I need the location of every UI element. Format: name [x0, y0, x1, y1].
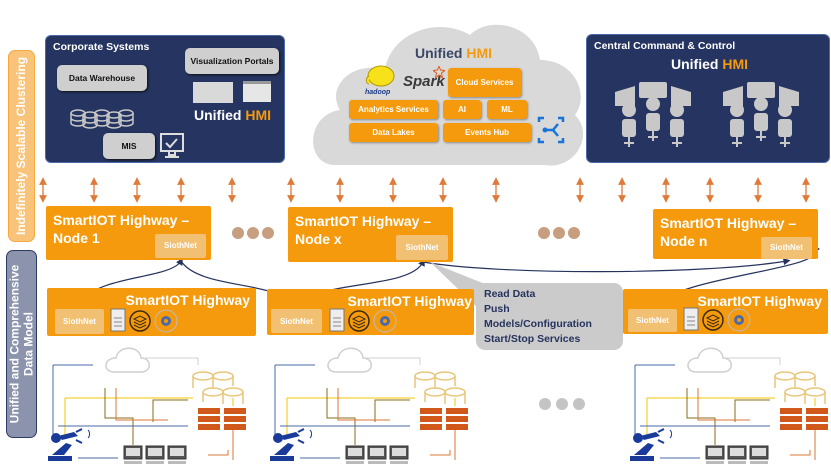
gear-icon: [727, 308, 751, 332]
operators-icon: [615, 82, 799, 147]
hmi-suffix: HMI: [466, 45, 493, 61]
factory-diagram-2: [270, 347, 468, 464]
ellipsis-dot: [573, 398, 585, 410]
siothnet-badge[interactable]: SiothNet: [628, 309, 677, 332]
analytics-services-box: Analytics Services: [349, 100, 438, 119]
factory-diagram-3: [630, 347, 828, 464]
layers-icon: [702, 309, 724, 331]
ai-box: AI: [443, 100, 481, 119]
cloud-services-box: Cloud Services: [448, 68, 521, 97]
spark-star-icon: [433, 66, 445, 78]
document-code-icon: [329, 308, 345, 332]
siothnet-badge[interactable]: SiothNet: [396, 235, 448, 260]
operations-callout: Read Data Push Models/Configuration Star…: [476, 283, 623, 350]
siothnet-badge[interactable]: SiothNet: [55, 309, 104, 334]
layers-icon: [129, 310, 151, 332]
hmi-prefix: Unified: [671, 56, 719, 72]
central-command-panel: Central Command & Control Unified HMI: [586, 34, 830, 163]
mis-box: MIS: [103, 133, 155, 159]
spark-logo: Spark: [403, 73, 445, 90]
highway-3[interactable]: SmartIOT Highway SiothNet: [623, 289, 828, 334]
data-warehouse-box: Data Warehouse: [57, 65, 147, 91]
callout-read-data: Read Data: [484, 288, 536, 300]
clustering-label: Indefinitely Scalable Clustering: [8, 50, 35, 242]
callout-start-stop-services: Start/Stop Services: [484, 333, 581, 345]
node-1[interactable]: SmartIOT Highway – Node 1 SiothNet: [46, 206, 211, 260]
database-icon: [70, 109, 134, 129]
ellipsis-dot: [553, 227, 565, 239]
highway-1[interactable]: SmartIOT Highway SiothNet: [47, 288, 256, 336]
ml-box: ML: [487, 100, 527, 119]
highway-icons: [329, 308, 409, 339]
ellipsis-dot: [568, 227, 580, 239]
node-title-line2: Node x: [295, 231, 342, 247]
ellipsis-dot: [556, 398, 568, 410]
layers-icon: [348, 310, 370, 332]
ellipsis-dot: [262, 227, 274, 239]
node-title-line1: SmartIOT Highway –: [53, 212, 190, 228]
ellipsis-dot: [538, 227, 550, 239]
visualization-portals-box: Visualization Portals: [185, 48, 279, 74]
corporate-systems-title: Corporate Systems: [53, 41, 150, 53]
central-command-title: Central Command & Control: [594, 40, 736, 52]
hmi-prefix: Unified: [415, 45, 463, 61]
highway-title: SmartIOT Highway: [697, 293, 822, 309]
document-code-icon: [683, 307, 699, 331]
node-x[interactable]: SmartIOT Highway – Node x SiothNet: [288, 207, 453, 262]
siothnet-badge[interactable]: SiothNet: [155, 234, 206, 258]
siothnet-badge[interactable]: SiothNet: [761, 237, 812, 259]
events-hub-box: Events Hub: [443, 123, 531, 142]
highway-icons: [110, 308, 190, 339]
node-title-line2: Node n: [660, 233, 708, 249]
factory-diagram-1: [48, 347, 246, 464]
highway-title: SmartIOT Highway: [347, 293, 472, 309]
hadoop-logo-text: hadoop: [365, 89, 391, 96]
hmi-suffix: HMI: [722, 56, 749, 72]
hadoop-elephant-logo: hadoop: [365, 65, 395, 96]
link-nodex-noden: [422, 258, 791, 273]
corporate-unified-hmi: Unified HMI: [194, 107, 271, 123]
highway-2[interactable]: SmartIOT Highway SiothNet: [267, 289, 474, 335]
ellipsis-dot: [232, 227, 244, 239]
corporate-systems-panel: Corporate Systems Data Warehouse Visuali…: [45, 35, 285, 163]
dashboard-screenshot: [193, 82, 233, 103]
portal-screenshot: [243, 81, 271, 102]
event-hub-icon: [537, 116, 565, 144]
node-title-line1: SmartIOT Highway –: [295, 213, 432, 229]
ellipsis-dot: [539, 398, 551, 410]
highway-icons: [683, 307, 763, 338]
document-code-icon: [110, 308, 126, 332]
callout-models-configuration: Models/Configuration: [484, 318, 592, 330]
gear-icon: [154, 309, 178, 333]
central-unified-hmi: Unified HMI: [671, 56, 748, 72]
node-title-line1: SmartIOT Highway –: [660, 215, 797, 231]
callout-push: Push: [484, 303, 510, 315]
cloud-unified-hmi: Unified HMI: [415, 45, 492, 61]
ellipsis-dot: [247, 227, 259, 239]
hmi-suffix: HMI: [245, 107, 272, 123]
siothnet-badge[interactable]: SiothNet: [271, 309, 322, 333]
monitor-check-icon: [160, 133, 184, 158]
node-n[interactable]: SmartIOT Highway – Node n SiothNet: [653, 209, 818, 259]
node-title-line2: Node 1: [53, 230, 100, 246]
data-lakes-box: Data Lakes: [349, 123, 438, 142]
highway-title: SmartIOT Highway: [125, 292, 250, 308]
hmi-prefix: Unified: [194, 107, 242, 123]
gear-icon: [373, 309, 397, 333]
